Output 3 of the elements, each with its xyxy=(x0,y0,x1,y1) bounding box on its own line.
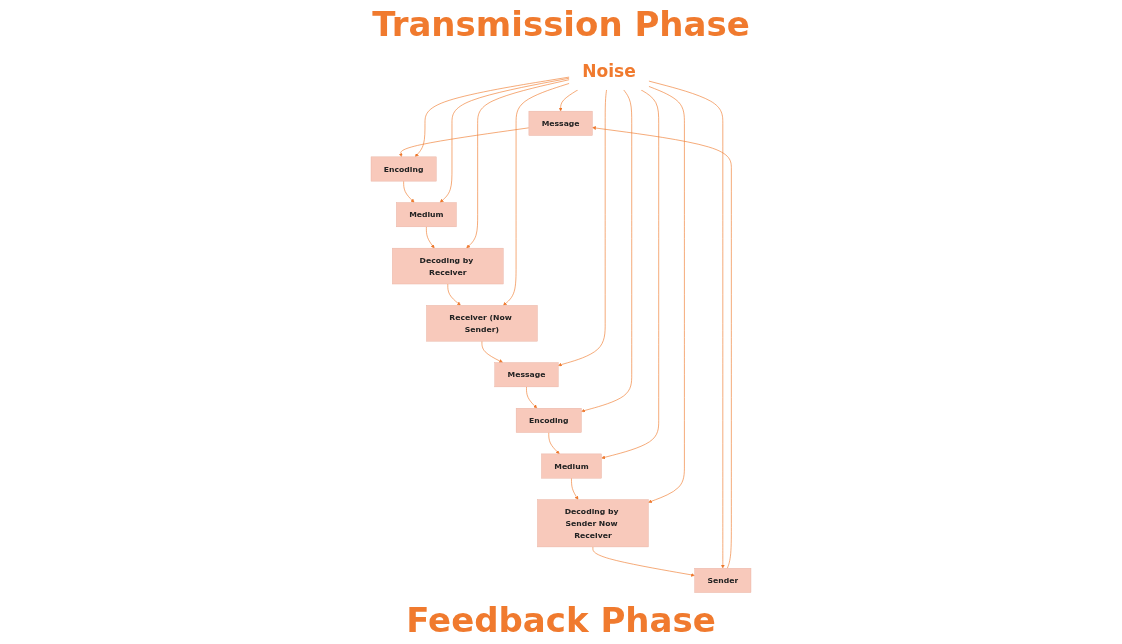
title: Transmission Phase xyxy=(372,4,750,44)
caption: Feedback Phase xyxy=(406,600,716,640)
node-text: Noise xyxy=(582,60,636,81)
